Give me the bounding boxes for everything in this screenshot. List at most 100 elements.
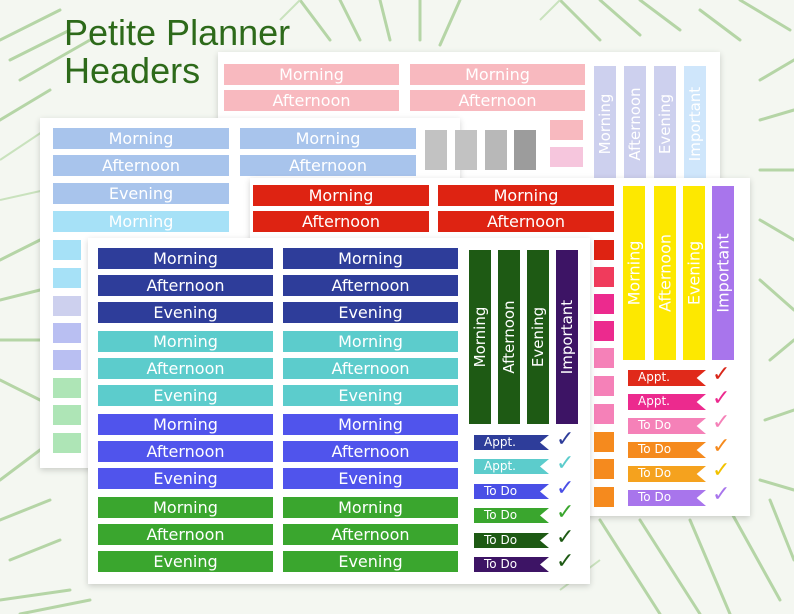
- color-square: [594, 487, 614, 507]
- header-morning: Morning: [410, 64, 585, 85]
- header-afternoon: Afternoon: [438, 211, 614, 232]
- header-evening: Evening: [283, 302, 458, 323]
- color-square: [594, 240, 614, 260]
- vertical-header-evening-label: Evening: [529, 306, 547, 368]
- color-square: [594, 294, 614, 314]
- header-morning: Morning: [253, 185, 429, 206]
- vertical-header-evening: Evening: [654, 66, 676, 182]
- color-square: [550, 147, 583, 167]
- color-square: [53, 240, 81, 260]
- color-square: [53, 405, 81, 425]
- header-afternoon: Afternoon: [283, 275, 458, 296]
- checkmark-icon: ✓: [712, 362, 731, 387]
- checkmark-icon: ✓: [712, 482, 731, 507]
- header-afternoon: Afternoon: [410, 90, 585, 111]
- header-morning: Morning: [283, 331, 458, 352]
- vertical-header-evening: Evening: [683, 186, 705, 360]
- color-square: [53, 268, 81, 288]
- color-square: [594, 321, 614, 341]
- header-morning: Morning: [240, 128, 416, 149]
- appointment-flag: To Do: [628, 490, 706, 506]
- appointment-flag: To Do: [628, 442, 706, 458]
- vertical-header-important: Important: [556, 250, 578, 424]
- vertical-header-morning-label: Morning: [624, 240, 644, 306]
- checkmark-icon: ✓: [712, 410, 731, 435]
- header-morning: Morning: [283, 497, 458, 518]
- appointment-flag: Appt.: [628, 370, 706, 386]
- vertical-header-evening-label: Evening: [684, 240, 704, 306]
- vertical-header-important: Important: [684, 66, 706, 182]
- header-morning: Morning: [283, 414, 458, 435]
- color-square: [594, 267, 614, 287]
- header-afternoon: Afternoon: [253, 211, 429, 232]
- header-morning: Morning: [53, 128, 229, 149]
- checkmark-icon: ✓: [712, 458, 731, 483]
- color-square: [53, 296, 81, 316]
- page-title-line1: Petite Planner: [64, 12, 291, 53]
- color-square: [514, 130, 536, 170]
- appointment-flag: To Do: [474, 484, 549, 499]
- vertical-header-evening: Evening: [527, 250, 549, 424]
- header-evening: Evening: [98, 551, 273, 572]
- color-square: [53, 323, 81, 343]
- vertical-header-afternoon: Afternoon: [624, 66, 646, 182]
- color-square: [594, 348, 614, 368]
- color-square: [594, 404, 614, 424]
- header-evening: Evening: [98, 302, 273, 323]
- header-morning: Morning: [224, 64, 399, 85]
- checkmark-icon: ✓: [556, 476, 575, 501]
- header-evening: Evening: [283, 468, 458, 489]
- header-morning: Morning: [438, 185, 614, 206]
- vertical-header-morning-label: Morning: [471, 306, 489, 368]
- color-square: [455, 130, 477, 170]
- vertical-header-afternoon: Afternoon: [654, 186, 676, 360]
- header-afternoon: Afternoon: [98, 524, 273, 545]
- header-evening: Evening: [98, 468, 273, 489]
- page-title-line2: Headers: [64, 50, 201, 91]
- header-afternoon: Afternoon: [283, 441, 458, 462]
- vertical-header-important-label: Important: [686, 86, 704, 162]
- appointment-flag: To Do: [474, 557, 549, 572]
- header-afternoon: Afternoon: [283, 524, 458, 545]
- header-afternoon: Afternoon: [98, 275, 273, 296]
- header-evening: Evening: [283, 551, 458, 572]
- checkmark-icon: ✓: [556, 427, 575, 452]
- color-square: [594, 376, 614, 396]
- header-afternoon: Afternoon: [98, 358, 273, 379]
- header-evening: Evening: [98, 385, 273, 406]
- vertical-header-afternoon-label: Afternoon: [500, 300, 518, 374]
- header-afternoon: Afternoon: [224, 90, 399, 111]
- header-morning: Morning: [98, 331, 273, 352]
- color-square: [485, 130, 507, 170]
- color-square: [594, 432, 614, 452]
- appointment-flag: Appt.: [474, 459, 549, 474]
- checkmark-icon: ✓: [556, 525, 575, 550]
- vertical-header-important: Important: [712, 186, 734, 360]
- vertical-header-afternoon-label: Afternoon: [655, 234, 675, 312]
- color-square: [53, 433, 81, 453]
- header-afternoon: Afternoon: [98, 441, 273, 462]
- page-title: Petite Planner Headers: [64, 14, 290, 90]
- header-afternoon: Afternoon: [53, 155, 229, 176]
- checkmark-icon: ✓: [712, 386, 731, 411]
- checkmark-icon: ✓: [556, 451, 575, 476]
- appointment-flag: To Do: [628, 418, 706, 434]
- color-square: [594, 459, 614, 479]
- vertical-header-important-label: Important: [713, 233, 733, 313]
- checkmark-icon: ✓: [556, 549, 575, 574]
- color-square: [53, 350, 81, 370]
- appointment-flag: To Do: [474, 533, 549, 548]
- color-square: [53, 378, 81, 398]
- vertical-header-morning: Morning: [623, 186, 645, 360]
- vertical-header-afternoon-label: Afternoon: [626, 87, 644, 161]
- header-evening: Evening: [53, 183, 229, 204]
- vertical-header-evening-label: Evening: [656, 93, 674, 155]
- header-morning: Morning: [283, 248, 458, 269]
- color-square: [425, 130, 447, 170]
- vertical-header-morning-label: Morning: [596, 93, 614, 155]
- header-evening: Evening: [283, 385, 458, 406]
- vertical-header-afternoon: Afternoon: [498, 250, 520, 424]
- vertical-header-morning: Morning: [594, 66, 616, 182]
- header-morning: Morning: [98, 497, 273, 518]
